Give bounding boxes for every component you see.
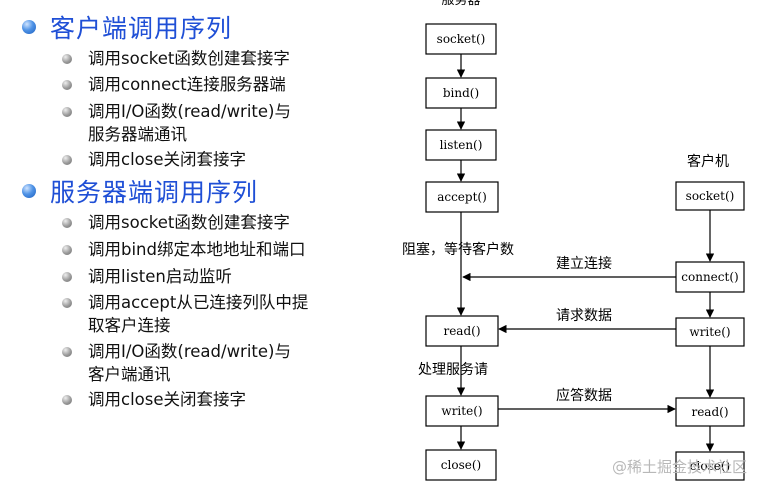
list-item-text: 调用socket函数创建套接字 xyxy=(88,213,290,232)
server-box-write: write() xyxy=(425,395,499,427)
bullet-icon xyxy=(62,54,72,64)
list-item-text: 调用I/O函数(read/write)与服务器端通讯 xyxy=(88,102,291,144)
server-title: 服务器 xyxy=(441,0,480,8)
box-label: socket() xyxy=(437,32,486,46)
bullet-icon xyxy=(62,107,72,117)
server-box-close: close() xyxy=(425,449,497,481)
section-title: 客户端调用序列 xyxy=(50,14,233,43)
section-bullet-icon xyxy=(22,184,36,198)
bullet-icon xyxy=(62,298,72,308)
bullet-icon xyxy=(62,218,72,228)
client-box-socket: socket() xyxy=(675,181,745,211)
section-client-sequence: 客户端调用序列 xyxy=(22,12,233,43)
list-item-text: 调用socket函数创建套接字 xyxy=(88,49,290,68)
server-box-listen: listen() xyxy=(425,129,497,161)
bullet-icon xyxy=(62,245,72,255)
server-box-socket: socket() xyxy=(425,23,497,55)
box-label: socket() xyxy=(686,189,735,203)
call-sequence-list: 客户端调用序列 调用socket函数创建套接字 调用connect连接服务器端 … xyxy=(22,12,382,411)
list-item: 调用listen启动监听 xyxy=(62,265,382,288)
list-item: 调用connect连接服务器端 xyxy=(62,73,382,96)
box-label: connect() xyxy=(681,270,738,284)
list-item: 调用I/O函数(read/write)与客户端通讯 xyxy=(62,340,382,386)
bullet-icon xyxy=(62,347,72,357)
list-item: 调用socket函数创建套接字 xyxy=(62,211,382,234)
server-box-read: read() xyxy=(425,315,499,347)
client-box-connect: connect() xyxy=(675,261,745,293)
list-item-text: 调用accept从已连接列队中提取客户连接 xyxy=(88,293,309,335)
list-item: 调用I/O函数(read/write)与服务器端通讯 xyxy=(62,100,382,146)
list-item-text: 调用connect连接服务器端 xyxy=(88,75,286,94)
box-label: write() xyxy=(689,325,730,339)
watermark: @稀土掘金技术社区 xyxy=(612,458,748,476)
list-item-text: 调用close关闭套接字 xyxy=(88,390,246,409)
bullet-icon xyxy=(62,272,72,282)
client-box-close: close() xyxy=(675,451,745,481)
server-box-bind: bind() xyxy=(425,77,497,109)
list-item-text: 调用close关闭套接字 xyxy=(88,150,246,169)
section-bullet-icon xyxy=(22,20,36,34)
arrow-label-request: 请求数据 xyxy=(556,308,612,324)
list-item-text: 调用bind绑定本地地址和端口 xyxy=(88,240,306,259)
box-label: bind() xyxy=(443,86,479,100)
client-title: 客户机 xyxy=(687,153,729,170)
note-process-request: 处理服务请 xyxy=(418,362,488,378)
box-label: read() xyxy=(443,324,480,338)
list-item-text: 调用I/O函数(read/write)与客户端通讯 xyxy=(88,342,291,384)
box-label: listen() xyxy=(440,138,483,152)
section-server-sequence: 服务器端调用序列 xyxy=(22,176,259,207)
box-label: write() xyxy=(441,404,482,418)
list-item: 调用close关闭套接字 xyxy=(62,148,382,171)
client-box-write: write() xyxy=(675,317,745,347)
bullet-icon xyxy=(62,395,72,405)
box-label: accept() xyxy=(437,190,487,204)
box-label: read() xyxy=(691,405,728,419)
section-title: 服务器端调用序列 xyxy=(50,178,259,207)
box-label: close() xyxy=(690,459,730,473)
client-box-read: read() xyxy=(675,397,745,427)
bullet-icon xyxy=(62,80,72,90)
list-item: 调用close关闭套接字 xyxy=(62,388,382,411)
list-item-text: 调用listen启动监听 xyxy=(88,267,232,286)
arrow-label-response: 应答数据 xyxy=(556,387,612,404)
list-item: 调用accept从已连接列队中提取客户连接 xyxy=(62,291,382,337)
server-box-accept: accept() xyxy=(425,181,499,213)
list-item: 调用socket函数创建套接字 xyxy=(62,47,382,70)
bullet-icon xyxy=(62,155,72,165)
note-blocked: 阻塞，等待客户数 xyxy=(402,241,514,258)
arrow-label-connect: 建立连接 xyxy=(556,255,612,272)
socket-flow-diagram: 服务器 客户机 socket() bind() listen() accept(… xyxy=(402,0,745,481)
list-item: 调用bind绑定本地地址和端口 xyxy=(62,238,382,261)
box-label: close() xyxy=(441,458,481,472)
